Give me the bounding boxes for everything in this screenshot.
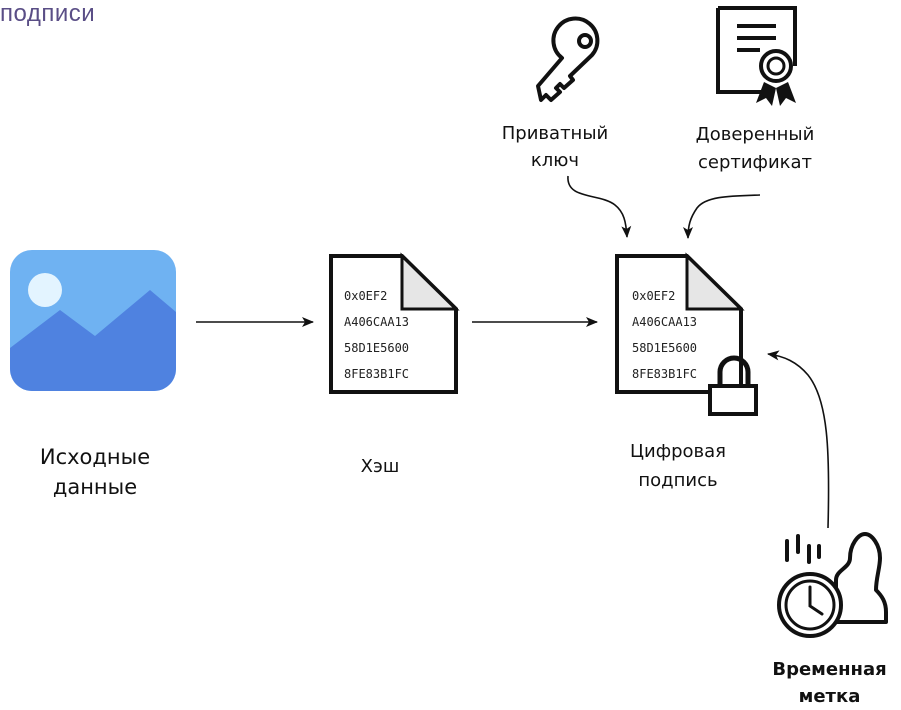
lock-icon (708, 355, 758, 416)
certificate-label-line2: сертификат (697, 152, 813, 173)
key-icon (536, 16, 600, 102)
arrow-certificate-to-signature (683, 194, 761, 239)
certificate-label: Доверенный сертификат (675, 121, 835, 177)
signature-label-line1: Цифровая (630, 441, 726, 462)
signature-label: Цифровая подпись (598, 437, 758, 495)
source-data-label-line1: Исходные (39, 445, 151, 469)
signature-label-line2: подпись (638, 470, 718, 491)
hash-line-3: 58D1E5600 (344, 341, 409, 355)
signature-line-3: 58D1E5600 (632, 341, 697, 355)
signature-line-1: 0x0EF2 (632, 289, 675, 303)
certificate-icon (716, 6, 797, 106)
hash-label: Хэш (360, 456, 400, 477)
timestamp-label-line1: Временная (772, 659, 887, 680)
page-title: подписи (0, 0, 96, 27)
source-data-label: Исходные данные (20, 442, 170, 502)
timestamp-stamp-icon (777, 532, 888, 638)
hash-line-2: A406CAA13 (344, 315, 409, 329)
signature-line-4: 8FE83B1FC (632, 367, 697, 381)
certificate-label-line1: Доверенный (695, 124, 815, 145)
private-key-label: Приватный ключ (490, 120, 620, 174)
arrow-key-to-signature (567, 175, 632, 238)
private-key-label-line1: Приватный (501, 123, 609, 144)
image-icon (10, 250, 176, 391)
locked-document-icon: 0x0EF2 A406CAA13 58D1E5600 8FE83B1FC (615, 252, 758, 416)
arrow-timestamp-to-signature (767, 350, 830, 529)
timestamp-label: Временная метка (758, 656, 901, 710)
signature-line-2: A406CAA13 (632, 315, 697, 329)
document-icon: 0x0EF2 A406CAA13 58D1E5600 8FE83B1FC (329, 252, 460, 394)
hash-line-1: 0x0EF2 (344, 289, 387, 303)
hash-line-4: 8FE83B1FC (344, 367, 409, 381)
private-key-label-line2: ключ (530, 150, 580, 171)
timestamp-label-line2: метка (798, 686, 861, 707)
source-data-label-line2: данные (52, 475, 138, 499)
